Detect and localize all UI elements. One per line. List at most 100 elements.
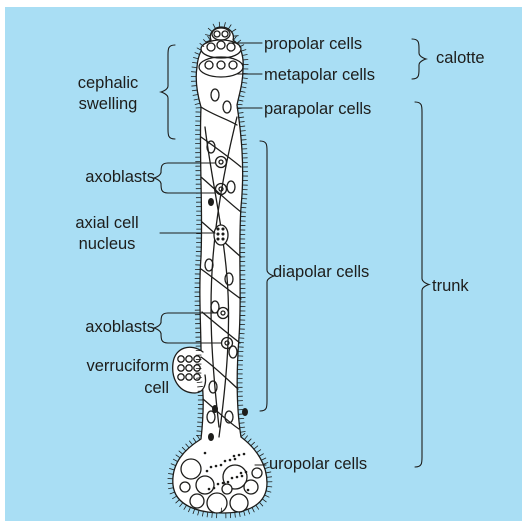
brace-calotte [412,39,426,79]
cilium [176,455,180,458]
cilium [248,509,250,514]
cilium [193,94,198,95]
cilium [197,435,200,439]
stipple-dot [213,487,216,490]
label-uropolar-cells: uropolar cells [269,455,367,474]
cilium [202,511,203,516]
diagram-figure: propolar cells metapolar cells calotte c… [5,7,522,521]
cilium [267,486,272,487]
cilium [193,509,195,514]
label-axial-cell-line2: nucleus [57,235,157,254]
cilium [240,427,245,428]
cilium [242,78,247,79]
cilium [173,459,177,461]
cilium [180,503,183,507]
label-calotte: calotte [436,49,485,68]
cilium [232,29,236,32]
stipple-dot [206,470,209,473]
uropolar-cell [180,482,190,492]
cilium [244,436,247,440]
stipple-dot [204,452,207,455]
cilium [193,57,198,58]
cilium [208,28,212,31]
stipple-dot [227,481,230,484]
stipple-dot [241,475,244,478]
cilium [192,67,197,68]
cilium [189,441,192,445]
body-outline [173,27,267,513]
label-axial-cell-line1: axial cell [57,214,157,233]
cilium [192,90,197,91]
cilium [252,507,254,511]
label-cephalic-line1: cephalic [63,74,153,93]
stipple-dot [215,465,218,468]
nucleus-granule [222,233,224,235]
organism-body [168,22,272,518]
cilium [242,82,247,83]
cilium [239,96,244,97]
nucleus-granule [217,238,219,240]
stipple-dot [233,455,236,458]
uropolar-cell [190,494,204,508]
cilium [244,511,245,516]
cilium [238,113,243,114]
stipple-dot [238,454,241,457]
stipple-dot [229,459,232,462]
cilium [172,496,176,499]
uropolar-cell [244,480,258,494]
cilium [239,122,244,123]
cilium [176,500,180,503]
cilium [241,50,246,52]
nucleus-granule [217,228,219,230]
brace-cephalic [161,45,175,139]
label-axoblasts-upper: axoblasts [55,168,155,187]
cilium [196,435,201,436]
cilium [241,87,246,88]
nucleus-granule [222,228,224,230]
label-metapolar-cells: metapolar cells [264,66,375,85]
cilium [168,473,173,474]
cilium [169,469,174,470]
cilium [179,451,183,454]
cilium [205,35,210,36]
stipple-dot [245,471,248,474]
cilium [192,62,197,63]
axial-cell-nucleus [214,225,228,245]
nucleus-granule [222,238,224,240]
stipple-dot [234,458,237,461]
cilium [239,423,244,424]
stipple-dot [217,483,220,486]
nucleus-granule [217,233,219,235]
cilium [256,505,259,509]
label-propolar-cells: propolar cells [264,35,362,54]
label-diapolar-cells: diapolar cells [273,263,369,282]
cilium [254,446,258,449]
cilium [239,117,244,118]
cilium [235,512,236,517]
cilium [170,492,175,494]
cilium [240,91,245,92]
stipple-dot [247,489,250,492]
cilium [257,450,261,453]
cilium [240,432,245,433]
cilium [168,488,173,489]
cilium [224,22,225,27]
cilium [188,507,190,512]
cilium [207,512,208,517]
cilium [262,499,266,502]
cilium [248,439,251,443]
label-axoblasts-lower: axoblasts [55,318,155,337]
cilium [251,442,255,445]
brace-trunk [415,102,429,467]
cilium [195,53,200,55]
cilium [238,100,243,101]
brace-diapolar [260,141,274,411]
stipple-dot [243,453,246,456]
stipple-dot [236,476,239,479]
dark-granule [212,405,218,413]
cilium [194,99,199,100]
verruciform-cell [173,347,206,393]
cilium [193,438,196,442]
brace-axoblasts-lower [154,313,168,343]
cilium [198,510,199,515]
